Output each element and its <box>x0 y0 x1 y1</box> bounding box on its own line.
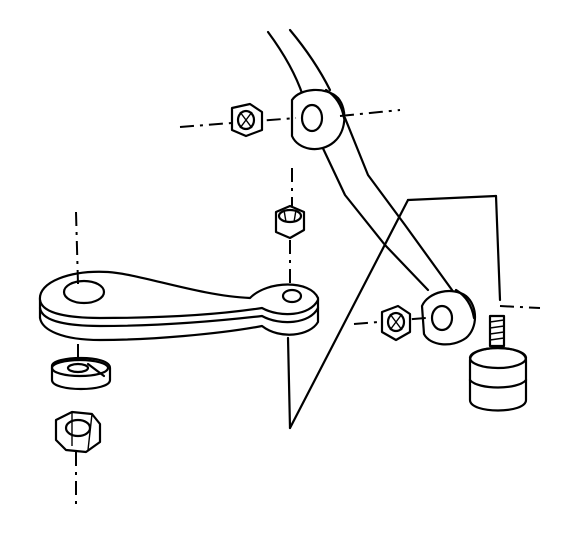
lower-hex-nut <box>54 410 102 454</box>
centerline-upper-eye <box>339 109 401 117</box>
lower-rod-eye <box>420 288 477 346</box>
idler-stud-castle-nut <box>274 204 306 240</box>
centerline-stud <box>499 305 541 309</box>
lower-castle-nut <box>380 304 412 342</box>
idler-arm <box>38 270 320 342</box>
callout-lines <box>286 194 502 430</box>
upper-rod-eye <box>290 88 346 151</box>
upper-castle-nut <box>230 102 264 138</box>
bushing-block <box>468 346 528 412</box>
threaded-stud <box>488 314 506 348</box>
centerline-idler-left <box>75 211 79 285</box>
washer <box>50 356 112 391</box>
relay-rod <box>266 28 454 292</box>
